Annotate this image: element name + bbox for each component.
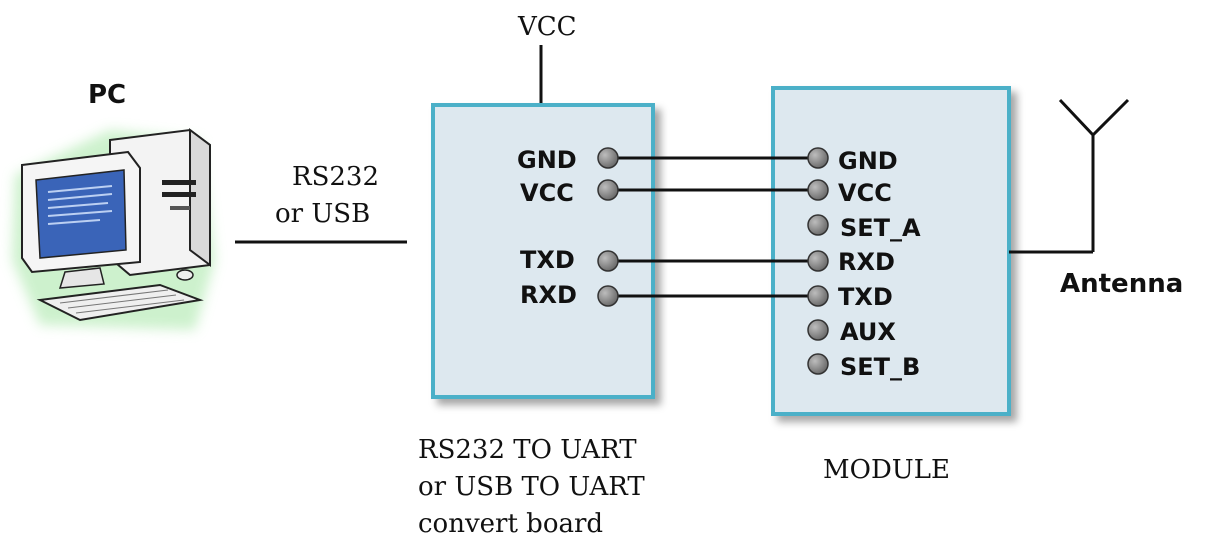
antenna-icon — [1009, 98, 1130, 254]
converter-pin-rxd — [597, 285, 619, 307]
module-pin-label-txd: TXD — [838, 283, 893, 311]
link-label-line2: or USB — [275, 199, 370, 229]
converter-caption-line1: RS232 TO UART — [418, 435, 637, 465]
module-pin-aux — [807, 319, 829, 341]
module-pin-vcc — [807, 179, 829, 201]
module-pin-gnd — [807, 147, 829, 169]
converter-caption-line2: or USB TO UART — [418, 472, 645, 502]
module-pin-label-vcc: VCC — [838, 179, 892, 207]
module-pin-label-set-a: SET_A — [840, 214, 921, 242]
module-pin-set-b — [807, 353, 829, 375]
pc-computer-icon — [12, 128, 215, 330]
converter-pin-label-gnd: GND — [517, 146, 577, 174]
pc-label: PC — [88, 80, 126, 110]
module-pin-txd — [807, 285, 829, 307]
converter-pin-txd — [597, 250, 619, 272]
antenna-label: Antenna — [1060, 269, 1183, 299]
module-pin-label-aux: AUX — [840, 318, 896, 346]
module-pin-set-a — [807, 214, 829, 236]
module-pin-rxd — [807, 250, 829, 272]
converter-caption-line3: convert board — [418, 509, 603, 538]
converter-pin-label-vcc: VCC — [520, 179, 574, 207]
module-pin-label-gnd: GND — [838, 147, 898, 175]
module-caption: MODULE — [823, 455, 950, 485]
module-pin-label-set-b: SET_B — [840, 353, 920, 381]
module-pin-label-rxd: RXD — [838, 248, 895, 276]
converter-pin-label-rxd: RXD — [520, 281, 577, 309]
converter-pin-vcc — [597, 179, 619, 201]
link-label-line1: RS232 — [292, 162, 379, 192]
converter-pin-label-txd: TXD — [520, 246, 575, 274]
vcc-top-label: VCC — [517, 12, 577, 42]
converter-pin-gnd — [597, 147, 619, 169]
